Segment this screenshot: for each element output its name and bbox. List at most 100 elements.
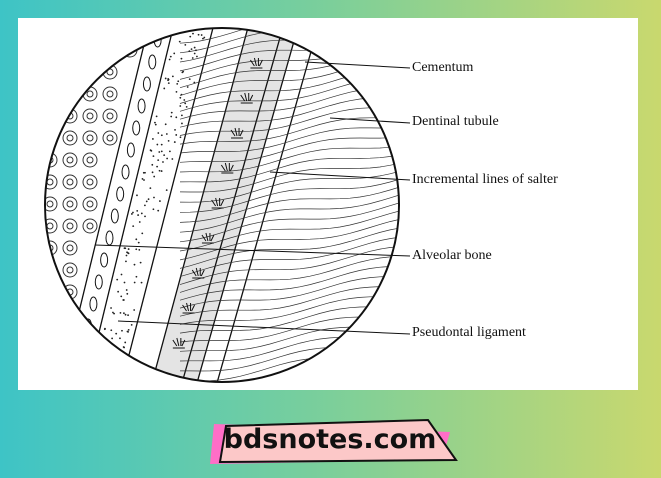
ligament-dot [121, 330, 123, 332]
ligament-dot [179, 97, 181, 99]
ligament-dot [154, 122, 156, 124]
ligament-dot [152, 138, 154, 140]
ligament-dot [195, 49, 197, 51]
ligament-dot [196, 56, 198, 58]
ligament-dot [168, 82, 170, 84]
ligament-dot [166, 158, 168, 160]
bone-lamella [67, 91, 73, 97]
bone-lamella [43, 285, 57, 299]
ligament-dot [113, 359, 115, 361]
bone-lamella [43, 87, 57, 101]
bone-lamella [47, 355, 53, 361]
ligament-dot [193, 82, 195, 84]
leader-cementum [305, 62, 410, 68]
ligament-dot [128, 329, 130, 331]
ligament-dot [165, 123, 167, 125]
ligament-dot [168, 140, 170, 142]
site-name: bdsnotes.com [200, 424, 460, 455]
bone-lamella [43, 307, 57, 321]
ligament-dot [121, 354, 123, 356]
ligament-dot [117, 291, 119, 293]
bone-lamella [67, 69, 73, 75]
ligament-dot [171, 158, 173, 160]
ligament-dot [152, 171, 154, 173]
bone-lamella [47, 311, 53, 317]
ligament-dot [186, 106, 188, 108]
ligament-dot [134, 282, 136, 284]
bone-lamella [47, 333, 53, 339]
ligament-dot [161, 170, 163, 172]
ligament-dot [181, 58, 183, 60]
ligament-dot [159, 200, 161, 202]
ligament-dot [128, 252, 130, 254]
ligament-dot [169, 59, 171, 61]
bone-lamella [63, 87, 77, 101]
ligament-dot [151, 164, 153, 166]
ligament-dot [161, 134, 163, 136]
ligament-dot [159, 170, 161, 172]
label-dentinal-tubule: Dentinal tubule [412, 114, 499, 130]
ligament-dot [170, 116, 172, 118]
ligament-dot [153, 176, 155, 178]
ligament-dot [187, 86, 189, 88]
ligament-dot [143, 179, 145, 181]
ligament-dot [110, 329, 112, 331]
label-incremental-lines: Incremental lines of salter [412, 172, 558, 188]
ligament-dot [143, 172, 145, 174]
ligament-dot [141, 282, 143, 284]
ligament-dot [137, 214, 139, 216]
bone-lamella [43, 351, 57, 365]
bone-lamella [47, 47, 53, 53]
ligament-dot [107, 362, 109, 364]
bone-lamella [47, 91, 53, 97]
ligament-dot [191, 48, 193, 50]
ligament-dot [148, 198, 150, 200]
ligament-dot [192, 57, 194, 59]
ligament-dot [124, 282, 126, 284]
ligament-dot [141, 213, 143, 215]
bone-lamella [63, 307, 77, 321]
bone-lamella [47, 113, 53, 119]
ligament-dot [175, 134, 177, 136]
ligament-dot [125, 260, 127, 262]
label-cementum: Cementum [412, 60, 473, 76]
bone-lamella [47, 267, 53, 273]
ligament-dot [157, 159, 159, 161]
ligament-dot [153, 208, 155, 210]
ligament-dot [174, 129, 176, 131]
bone-lamella [87, 69, 93, 75]
ligament-dot [169, 150, 171, 152]
ligament-dot [156, 116, 158, 118]
ligament-dot [120, 312, 122, 314]
ligament-dot [156, 166, 158, 168]
ligament-dot [157, 132, 159, 134]
ligament-dot [189, 78, 191, 80]
ligament-dot [183, 99, 185, 101]
ligament-dot [179, 41, 181, 43]
ligament-dot [184, 103, 186, 105]
ligament-dot [138, 242, 140, 244]
ligament-dot [189, 50, 191, 52]
ligament-dot [99, 369, 101, 371]
ligament-dot [194, 53, 196, 55]
bone-lamella [67, 47, 73, 53]
ligament-dot [181, 71, 183, 73]
ligament-dot [113, 352, 115, 354]
ligament-dot [125, 314, 127, 316]
label-pseudontal-ligament: Pseudontal ligament [412, 325, 526, 341]
ligament-dot [170, 56, 172, 58]
site-banner[interactable]: bdsnotes.com [200, 412, 460, 472]
ligament-dot [167, 79, 169, 81]
ligament-dot [161, 150, 163, 152]
ligament-dot [184, 44, 186, 46]
ligament-dot [126, 251, 128, 253]
ligament-dot [104, 328, 106, 330]
bone-lamella [63, 43, 77, 57]
bone-lamella [83, 65, 97, 79]
ligament-dot [156, 144, 158, 146]
ligament-dot [135, 238, 137, 240]
bone-lamella [87, 47, 93, 53]
ligament-dot [132, 225, 134, 227]
ligament-dot [181, 94, 183, 96]
